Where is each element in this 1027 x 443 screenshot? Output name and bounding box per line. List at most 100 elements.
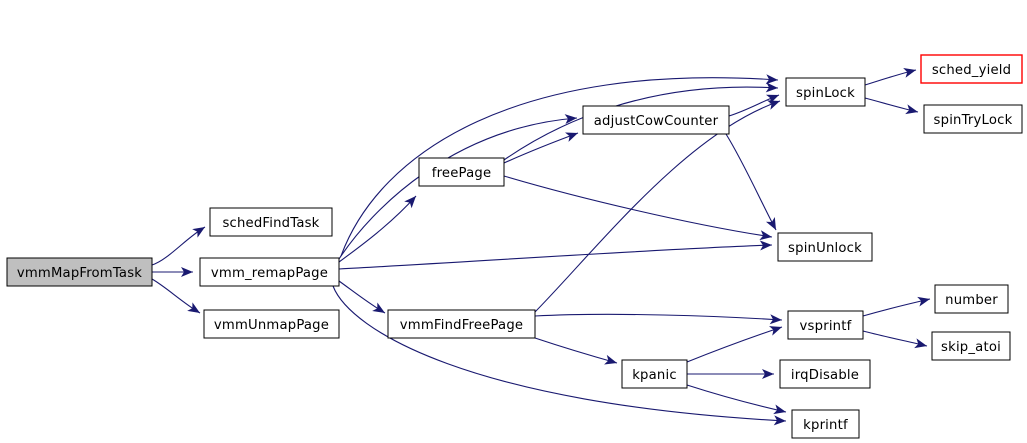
edge-line — [862, 298, 931, 317]
arrow-head-icon — [773, 404, 786, 415]
node-vmmUnmapPage[interactable]: vmmUnmapPage — [203, 309, 340, 339]
edge-vmm_remapPage-to-vmmFindFreePage — [338, 280, 386, 314]
node-sched_yield[interactable]: sched_yield — [920, 54, 1023, 84]
node-label: number — [945, 293, 998, 308]
node-box[interactable] — [6, 257, 153, 287]
node-irqDisable[interactable]: irqDisable — [779, 359, 871, 389]
node-freePage[interactable]: freePage — [418, 157, 505, 187]
arrow-head-icon — [769, 314, 782, 325]
node-number[interactable]: number — [934, 284, 1009, 314]
edge-vmmFindFreePage-to-vsprintf — [534, 313, 783, 325]
arrow-head-icon — [187, 302, 200, 313]
arrow-head-icon — [765, 217, 776, 230]
node-vmmMapFromTask[interactable]: vmmMapFromTask — [6, 257, 153, 287]
arrow-head-icon — [565, 132, 578, 142]
arrow-head-icon — [914, 338, 927, 349]
edge-kpanic-to-vsprintf — [686, 326, 783, 363]
node-label: vmmFindFreePage — [400, 318, 523, 333]
node-box[interactable] — [203, 309, 340, 339]
node-vmm_remapPage[interactable]: vmm_remapPage — [199, 257, 340, 287]
node-label: irqDisable — [791, 368, 859, 383]
node-box[interactable] — [920, 54, 1023, 84]
edge-line — [725, 133, 777, 231]
node-skip_atoi[interactable]: skip_atoi — [931, 331, 1011, 361]
edge-line — [534, 337, 618, 364]
node-box[interactable] — [791, 409, 860, 439]
edge-line — [338, 117, 578, 260]
arrow-head-icon — [759, 230, 772, 241]
node-label: kpanic — [632, 368, 677, 383]
edge-line — [503, 175, 773, 238]
edge-vmmMapFromTask-to-vmmUnmapPage — [151, 278, 201, 314]
node-box[interactable] — [582, 105, 730, 135]
node-spinLock[interactable]: spinLock — [785, 77, 866, 107]
edge-vmmMapFromTask-to-schedFindTask — [151, 226, 206, 266]
arrow-head-icon — [767, 100, 780, 110]
node-kprintf[interactable]: kprintf — [791, 409, 860, 439]
arrow-head-icon — [564, 114, 577, 125]
node-box[interactable] — [779, 359, 871, 389]
node-label: sched_yield — [932, 63, 1011, 78]
node-box[interactable] — [931, 331, 1011, 361]
node-label: vmm_remapPage — [211, 266, 328, 281]
node-label: vmmMapFromTask — [17, 266, 142, 281]
node-box[interactable] — [209, 207, 333, 237]
node-label: skip_atoi — [941, 340, 1001, 355]
node-box[interactable] — [418, 157, 505, 187]
edge-vsprintf-to-number — [862, 296, 931, 317]
edge-vmmFindFreePage-to-kpanic — [534, 337, 618, 365]
edge-line — [338, 244, 773, 270]
arrow-head-icon — [905, 104, 918, 115]
arrow-head-icon — [404, 196, 416, 209]
node-adjustCowCounter[interactable]: adjustCowCounter — [582, 105, 730, 135]
node-box[interactable] — [923, 104, 1023, 134]
nodes-layer: vmmMapFromTask schedFindTask vmm_remapPage… — [6, 54, 1023, 439]
edges-layer — [151, 68, 931, 426]
edge-vmm_remapPage-to-spinLock — [340, 74, 779, 257]
arrow-head-icon — [765, 74, 778, 85]
arrow-head-icon — [762, 369, 774, 379]
node-label: schedFindTask — [222, 216, 319, 231]
node-kpanic[interactable]: kpanic — [621, 359, 688, 389]
node-label: vsprintf — [800, 319, 852, 334]
node-box[interactable] — [777, 232, 873, 262]
edge-freePage-to-adjustCowCounter — [503, 132, 579, 164]
edge-line — [686, 326, 783, 363]
node-box[interactable] — [787, 310, 864, 340]
node-box[interactable] — [387, 309, 536, 339]
node-label: freePage — [432, 166, 492, 181]
arrow-head-icon — [765, 82, 778, 93]
edge-vmm_remapPage-to-freePage — [338, 195, 417, 263]
edge-line — [862, 330, 928, 347]
node-box[interactable] — [199, 257, 340, 287]
node-box[interactable] — [621, 359, 688, 389]
edge-kpanic-to-kprintf — [686, 384, 787, 415]
arrow-head-icon — [769, 326, 782, 336]
edge-line — [338, 195, 417, 263]
node-spinTryLock[interactable]: spinTryLock — [923, 104, 1023, 134]
arrow-head-icon — [192, 227, 205, 238]
edge-spinLock-to-sched_yield — [864, 68, 917, 86]
arrow-head-icon — [604, 354, 617, 365]
node-label: vmmUnmapPage — [214, 318, 329, 333]
arrow-head-icon — [917, 296, 930, 307]
node-vmmFindFreePage[interactable]: vmmFindFreePage — [387, 309, 536, 339]
arrow-head-icon — [372, 302, 385, 313]
edge-spinLock-to-spinTryLock — [864, 97, 919, 115]
arrow-head-icon — [759, 240, 772, 251]
node-label: kprintf — [803, 418, 848, 433]
node-spinUnlock[interactable]: spinUnlock — [777, 232, 873, 262]
edge-line — [686, 384, 787, 413]
edge-adjustCowCounter-to-spinLock — [728, 94, 780, 117]
node-box[interactable] — [785, 77, 866, 107]
edge-line — [340, 77, 779, 257]
edge-vmm_remapPage-to-kprintf — [332, 285, 787, 426]
node-vsprintf[interactable]: vsprintf — [787, 310, 864, 340]
node-schedFindTask[interactable]: schedFindTask — [209, 207, 333, 237]
edge-line — [534, 100, 781, 313]
edge-vsprintf-to-skip_atoi — [862, 330, 928, 349]
edge-vmm_remapPage-to-spinUnlock — [338, 240, 773, 270]
edge-vmmFindFreePage-to-spinLock — [534, 100, 781, 313]
node-box[interactable] — [934, 284, 1009, 314]
